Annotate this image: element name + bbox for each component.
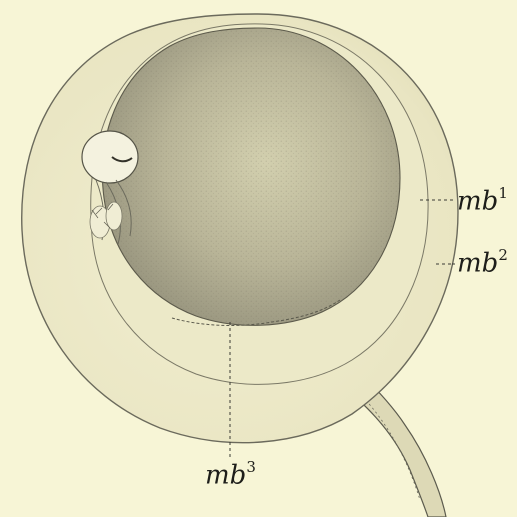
label-mb3-base: mb — [205, 461, 246, 491]
label-mb2: mb2 — [457, 250, 508, 277]
label-mb3-sup: 3 — [246, 458, 256, 476]
label-mb1-base: mb — [457, 187, 498, 217]
label-mb2-sup: 2 — [498, 246, 508, 264]
label-mb1-sup: 1 — [498, 184, 508, 202]
label-mb3: mb3 — [205, 462, 256, 489]
label-mb2-base: mb — [457, 249, 498, 279]
label-mb1: mb1 — [457, 188, 508, 215]
